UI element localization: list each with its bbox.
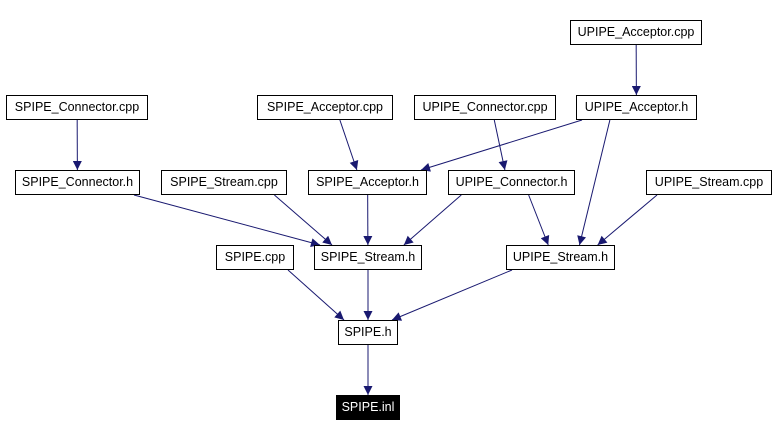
edge-upipe_connector_cpp-to-upipe_connector_h: [493, 119, 508, 171]
edge-spipe_cpp-to-spipe_h: [287, 269, 345, 321]
node-spipe-acceptor-cpp[interactable]: SPIPE_Acceptor.cpp: [257, 95, 393, 120]
node-upipe-acceptor-cpp[interactable]: UPIPE_Acceptor.cpp: [570, 20, 702, 45]
edge-spipe_connector_h-to-spipe_stream_h: [133, 194, 321, 248]
node-spipe-acceptor-h[interactable]: SPIPE_Acceptor.h: [308, 170, 427, 195]
edge-spipe_acceptor_cpp-to-spipe_acceptor_h: [339, 119, 359, 171]
node-upipe-stream-h[interactable]: UPIPE_Stream.h: [506, 245, 615, 270]
node-upipe-stream-cpp[interactable]: UPIPE_Stream.cpp: [646, 170, 772, 195]
edge-upipe_stream_h-to-spipe_h: [391, 269, 513, 321]
edge-upipe_acceptor_h-to-spipe_acceptor_h: [420, 119, 583, 172]
node-upipe-connector-h[interactable]: UPIPE_Connector.h: [448, 170, 575, 195]
node-spipe-cpp[interactable]: SPIPE.cpp: [216, 245, 294, 270]
node-spipe-h[interactable]: SPIPE.h: [338, 320, 398, 345]
edge-upipe_acceptor_h-to-upipe_stream_h: [577, 119, 611, 246]
node-upipe-connector-cpp[interactable]: UPIPE_Connector.cpp: [414, 95, 556, 120]
edge-upipe_stream_cpp-to-upipe_stream_h: [597, 194, 658, 246]
node-spipe-connector-cpp[interactable]: SPIPE_Connector.cpp: [6, 95, 148, 120]
edge-upipe_connector_h-to-spipe_stream_h: [403, 194, 462, 246]
edge-spipe_stream_cpp-to-spipe_stream_h: [274, 194, 333, 246]
edge-upipe_connector_h-to-upipe_stream_h: [528, 194, 550, 246]
node-spipe-stream-h[interactable]: SPIPE_Stream.h: [314, 245, 422, 270]
node-spipe-stream-cpp[interactable]: SPIPE_Stream.cpp: [161, 170, 287, 195]
node-spipe-connector-h[interactable]: SPIPE_Connector.h: [15, 170, 140, 195]
node-upipe-acceptor-h[interactable]: UPIPE_Acceptor.h: [576, 95, 697, 120]
node-spipe-inl[interactable]: SPIPE.inl: [336, 395, 400, 420]
